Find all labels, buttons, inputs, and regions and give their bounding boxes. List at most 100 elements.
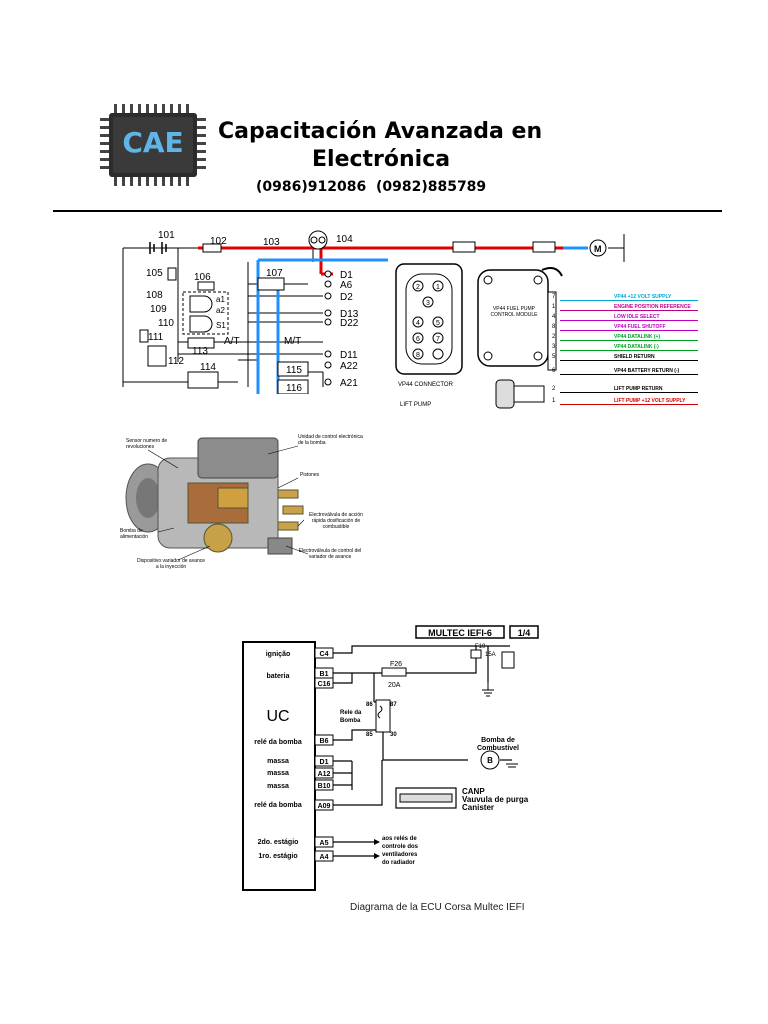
svg-text:85: 85 <box>366 732 373 738</box>
vp44-connector-label: VP44 CONNECTOR <box>398 382 454 388</box>
pin-a21: A21 <box>340 378 358 389</box>
header-divider <box>53 210 722 212</box>
comp-105: 105 <box>146 268 163 279</box>
svg-text:2do. estágio: 2do. estágio <box>258 839 299 846</box>
label-pistones: Pistones <box>300 472 320 478</box>
svg-text:5: 5 <box>436 320 440 327</box>
pin-a22: A22 <box>340 361 358 372</box>
svg-text:Combustível: Combustível <box>477 745 519 752</box>
module-label: VP44 FUEL PUMP CONTROL MODULE <box>490 306 538 318</box>
page-title-line1: Capacitación Avanzada en <box>218 119 543 144</box>
svg-text:relé da bomba: relé da bomba <box>254 739 302 746</box>
svg-text:B1: B1 <box>320 671 329 678</box>
svg-text:30: 30 <box>390 732 397 738</box>
comp-115: 115 <box>286 365 302 376</box>
svg-text:C16: C16 <box>318 681 331 688</box>
motor-icon <box>589 239 607 257</box>
comp-108: 108 <box>146 290 163 301</box>
switch-at: A/T <box>224 336 240 347</box>
svg-text:B: B <box>487 756 493 765</box>
pin-d22: D22 <box>340 318 359 329</box>
pin-d2: D2 <box>340 292 353 303</box>
injection-pump-illustration: Sensor numero de revoluciones Unidad de … <box>120 434 363 570</box>
ecu-title: MULTEC IEFI-6 <box>428 628 492 638</box>
label-bomba: Bomba de alimentación <box>120 528 149 540</box>
svg-text:ventiladores: ventiladores <box>382 852 418 858</box>
svg-text:massa: massa <box>267 758 289 765</box>
pin-d13: D13 <box>340 309 359 320</box>
ecu-caption: Diagrama de la ECU Corsa Multec IEFI <box>350 902 525 913</box>
svg-text:Canister: Canister <box>462 803 494 812</box>
page-title-line2: Electrónica <box>312 147 451 172</box>
comp-111: 111 <box>148 332 164 343</box>
svg-text:1ro. estágio: 1ro. estágio <box>258 853 297 860</box>
svg-text:4: 4 <box>416 320 420 327</box>
logo: CAE <box>100 104 210 186</box>
comp-114: 114 <box>200 362 216 373</box>
svg-text:a2: a2 <box>216 306 225 315</box>
lift-pump-label: LIFT PUMP <box>400 402 431 408</box>
pin-a6: A6 <box>340 280 353 291</box>
label-sensor: Sensor numero de revoluciones <box>126 438 168 450</box>
svg-text:Vauvula de purga: Vauvula de purga <box>462 795 529 804</box>
svg-text:ignição: ignição <box>266 651 291 658</box>
svg-text:3: 3 <box>426 300 430 307</box>
comp-107: 107 <box>266 268 283 279</box>
ignition-circuit-diagram: 101 102 103 104 105 106 107 108 109 110 … <box>122 230 388 394</box>
svg-text:A5: A5 <box>320 840 329 847</box>
svg-text:do radiador: do radiador <box>382 860 416 866</box>
svg-text:8: 8 <box>416 352 420 359</box>
comp-101: 101 <box>158 230 175 241</box>
ecu-page: 1/4 <box>518 628 531 638</box>
fuel-pump-icon <box>480 750 500 770</box>
comp-109: 109 <box>150 304 167 315</box>
comp-113: 113 <box>192 346 208 357</box>
comp-116: 116 <box>286 383 302 394</box>
svg-text:20A: 20A <box>388 682 401 689</box>
svg-text:7: 7 <box>436 336 440 343</box>
vp44-connector-diagram: 2 1 3 4 5 6 7 8 VP44 CONNECTOR LIFT PUMP… <box>395 263 563 409</box>
svg-text:massa: massa <box>267 783 289 790</box>
svg-text:87: 87 <box>390 702 397 708</box>
svg-text:D1: D1 <box>320 759 329 766</box>
svg-text:F19: F19 <box>475 644 486 650</box>
svg-text:A09: A09 <box>318 803 331 810</box>
comp-104: 104 <box>336 234 353 245</box>
comp-112: 112 <box>168 356 184 367</box>
svg-text:C4: C4 <box>320 651 329 658</box>
svg-text:Bomba de: Bomba de <box>481 737 515 744</box>
uc-label: UC <box>266 708 289 725</box>
svg-text:bateria: bateria <box>267 673 290 680</box>
svg-text:Rele da: Rele da <box>340 710 362 716</box>
switch-mt: M/T <box>284 336 301 347</box>
svg-text:B10: B10 <box>318 783 331 790</box>
comp-102: 102 <box>210 236 227 247</box>
svg-text:A12: A12 <box>318 771 331 778</box>
ecu-wiring-diagram: MULTEC IEFI-6 1/4 UC ignição bateria rel… <box>242 625 539 891</box>
svg-text:1: 1 <box>436 284 440 291</box>
pin-d1: D1 <box>340 270 353 281</box>
svg-text:Bomba: Bomba <box>340 718 361 724</box>
svg-text:controle dos: controle dos <box>382 844 419 850</box>
svg-text:B6: B6 <box>320 738 329 745</box>
label-unidad: Unidad de control electrónica de la bomb… <box>298 434 363 446</box>
motor-strip: M <box>388 234 625 262</box>
svg-text:relé da bomba: relé da bomba <box>254 802 302 809</box>
svg-text:15A: 15A <box>485 652 496 658</box>
comp-110: 110 <box>158 318 174 329</box>
label-electro2: Electroválvula de control del variador d… <box>298 548 362 560</box>
pin-d11: D11 <box>340 350 358 361</box>
svg-text:F26: F26 <box>390 661 402 668</box>
phone-numbers: (0986)912086 (0982)885789 <box>256 179 487 195</box>
svg-text:S1: S1 <box>216 321 226 330</box>
comp-103: 103 <box>263 237 280 248</box>
